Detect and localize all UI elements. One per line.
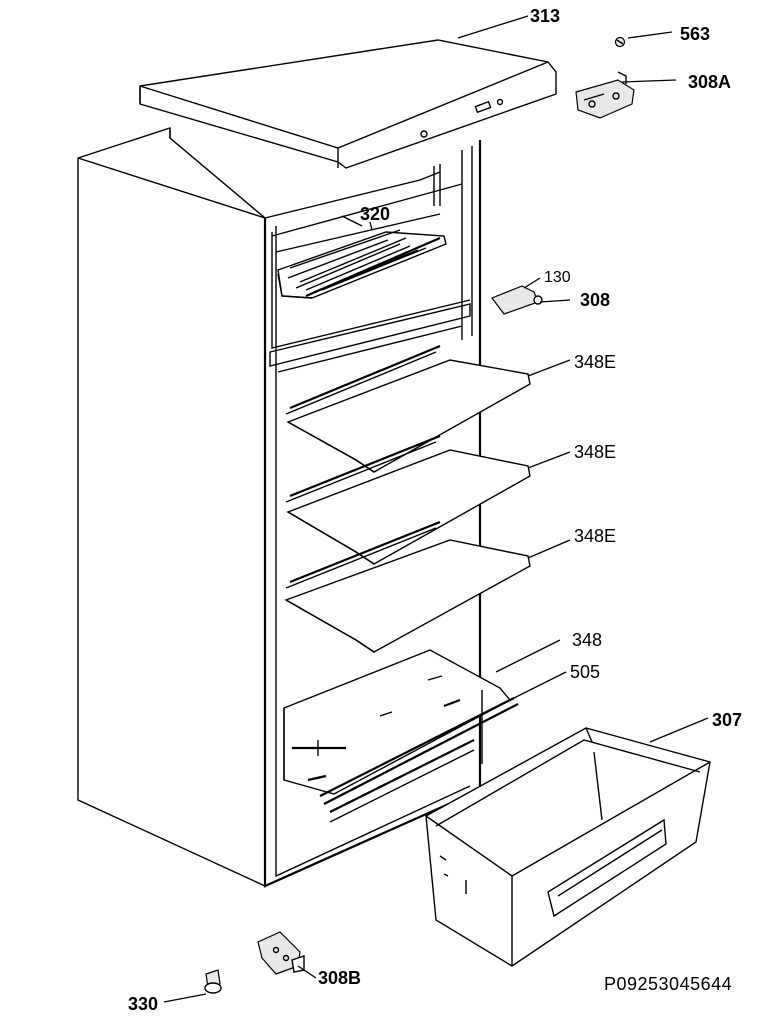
hinge-pin-308-part <box>491 285 543 315</box>
label-307: 307 <box>712 710 742 730</box>
freezer-wire-shelf-part <box>277 215 447 299</box>
label-308A: 308A <box>688 72 731 92</box>
cabinet-body <box>77 127 482 888</box>
crisper-cover-shelf-part <box>283 649 512 795</box>
label-130: 130 <box>544 269 571 286</box>
freezer-compartment <box>269 183 471 373</box>
label-348E-2: 348E <box>574 442 616 462</box>
label-330: 330 <box>128 994 158 1014</box>
document-id: P09253045644 <box>604 974 732 994</box>
label-348E-3: 348E <box>574 526 616 546</box>
leader-lines <box>163 15 709 1003</box>
label-320: 320 <box>360 204 390 224</box>
label-348E-1: 348E <box>574 352 616 372</box>
glass-shelf-middle-part <box>285 434 531 565</box>
glass-shelf-upper-part <box>285 344 531 473</box>
hinge-308B-part <box>257 931 305 975</box>
label-348: 348 <box>572 630 602 650</box>
label-308B: 308B <box>318 968 361 988</box>
screw-563-part <box>614 36 626 48</box>
crisper-drawer-part <box>425 727 711 967</box>
label-563: 563 <box>680 24 710 44</box>
glass-shelf-lower-part <box>284 520 531 653</box>
shelf-guard-rail-part <box>319 697 519 823</box>
label-313: 313 <box>530 6 560 26</box>
top-cover-part <box>139 39 557 169</box>
label-505: 505 <box>570 662 600 682</box>
foot-330-part <box>204 969 222 994</box>
hinge-308A-part <box>575 71 635 119</box>
label-308: 308 <box>580 290 610 310</box>
